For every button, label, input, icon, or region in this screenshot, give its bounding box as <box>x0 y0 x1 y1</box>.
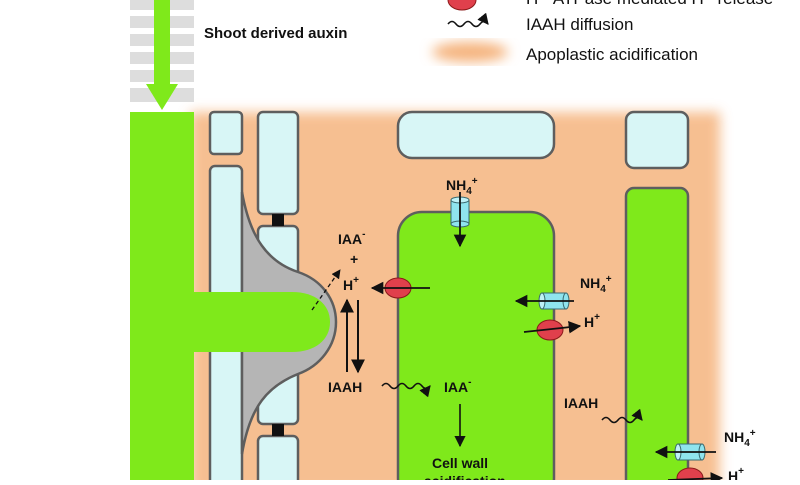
h-plus-left-label: H+ <box>343 275 359 293</box>
legend-pump-icon <box>447 0 477 11</box>
h-plus-right-arrow <box>523 320 582 334</box>
nh4-right-label: NH4+ <box>580 274 612 295</box>
legend-diffusion-icon <box>447 12 489 28</box>
root-hair-protrusion <box>194 292 330 352</box>
epidermal-cell <box>130 112 194 485</box>
cell-wall-label-line1: Cell wall <box>432 455 488 471</box>
cell-wall-label-line2: acidification <box>424 473 506 480</box>
legend-diffusion-text: IAAH diffusion <box>526 15 633 34</box>
plus-label: + <box>350 251 358 267</box>
legend-acid-icon <box>432 42 508 62</box>
nh4-far-label: NH4+ <box>724 428 756 449</box>
iaah-right-label: IAAH <box>564 395 598 411</box>
iaah-left-label: IAAH <box>328 379 362 395</box>
h-plus-right-label: H+ <box>584 312 600 330</box>
right-column-cells <box>624 110 690 485</box>
diffusion-right-arrow <box>601 408 643 424</box>
legend-pump-text: H⁺-ATPase mediated H⁺ release <box>526 0 773 8</box>
shoot-auxin-label: Shoot derived auxin <box>204 25 347 42</box>
shoot-auxin-arrow <box>146 0 178 110</box>
central-cell <box>396 110 556 485</box>
diffusion-into-cell-arrow <box>381 382 431 398</box>
h-plus-far-label: H+ <box>728 466 744 480</box>
iaa-minus-top-label: IAA- <box>338 229 365 247</box>
dashed-efflux-arrow <box>311 269 341 311</box>
legend-acid-text: Apoplastic acidification <box>526 45 698 64</box>
nh4-top-label: NH4+ <box>446 176 478 197</box>
iaa-minus-mid-label: IAA- <box>444 377 471 395</box>
legend: H⁺-ATPase mediated H⁺ release IAAH diffu… <box>432 0 773 64</box>
